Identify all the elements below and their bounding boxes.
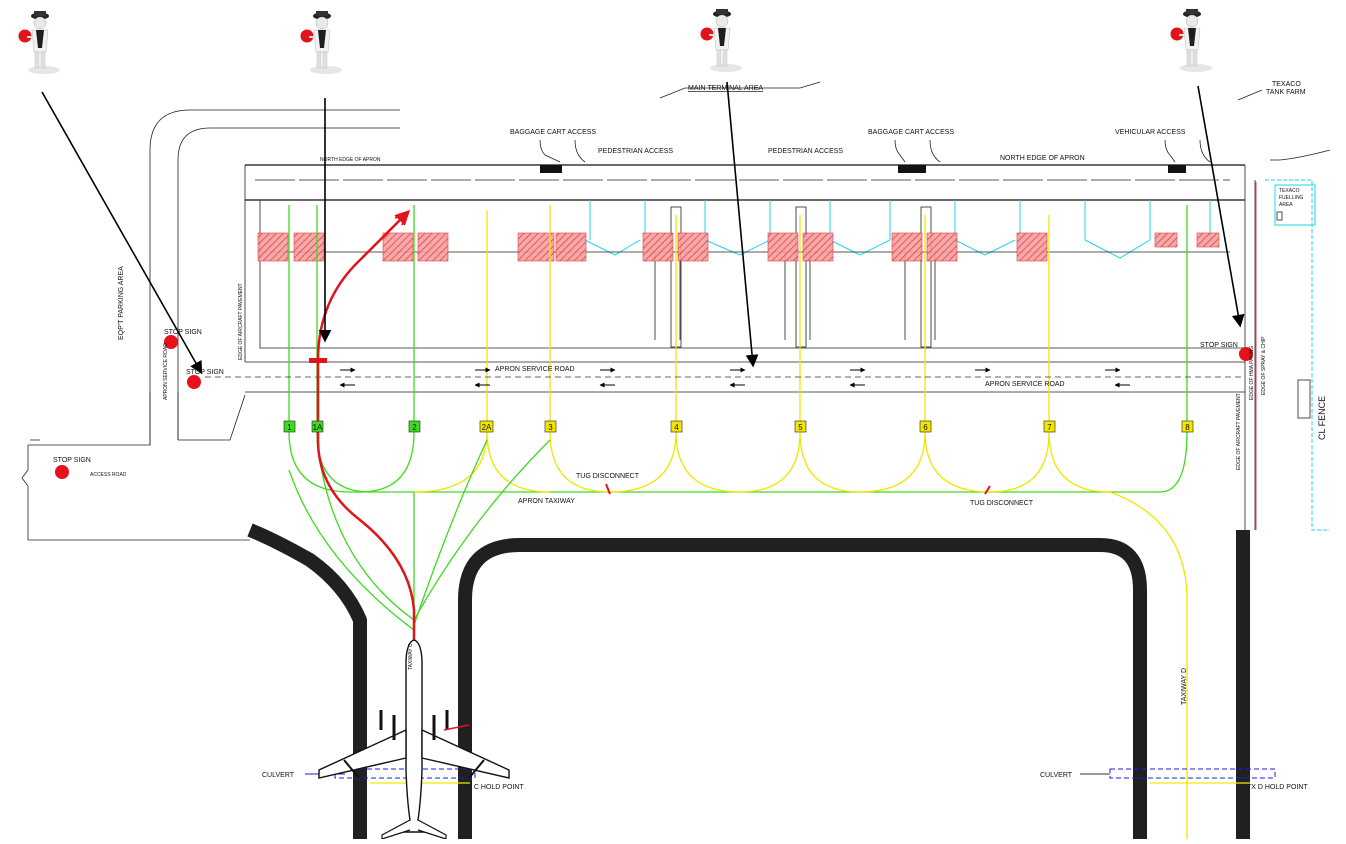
- pedestrian-access-label: PEDESTRIAN ACCESS: [598, 148, 673, 155]
- fuelling-area-label: TEXACO: [1279, 188, 1300, 194]
- edge-aircraft-pavement-label: EDGE OF AIRCRAFT PAVEMENT: [1236, 393, 1242, 470]
- marshaller-icon: [1170, 8, 1213, 73]
- stand-marker: 1: [283, 420, 296, 433]
- svg-text:1A: 1A: [313, 423, 323, 432]
- tug-disconnect-label: TUG DISCONNECT: [970, 500, 1034, 507]
- fence-area: [1254, 149, 1331, 531]
- edge-spray-chip-label: EDGE OF SPRAY & CHIP: [1261, 336, 1267, 395]
- hold-point-label: TX C HOLD POINT: [463, 784, 524, 791]
- aircraft-taxi-route: [309, 209, 991, 640]
- north-edge-label: NORTH EDGE OF APRON: [1000, 155, 1085, 162]
- svg-text:6: 6: [923, 423, 928, 432]
- svg-text:TAXIWAY C: TAXIWAY C: [408, 643, 414, 670]
- aircraft-icon: TAXIWAY C: [318, 639, 510, 840]
- svg-text:3: 3: [548, 423, 553, 432]
- baggage-cart-access-label: BAGGAGE CART ACCESS: [868, 129, 954, 136]
- stop-sign-icon: [187, 375, 201, 389]
- svg-text:2: 2: [412, 423, 417, 432]
- svg-text:7: 7: [1047, 423, 1052, 432]
- fuelling-area-label: AREA: [1279, 202, 1293, 208]
- cl-fence-label: CL FENCE: [1317, 396, 1327, 440]
- marshaller-icon: [700, 8, 743, 73]
- fuelling-area-label: FUELLING: [1279, 195, 1304, 201]
- stand-marker: 7: [1043, 420, 1056, 433]
- pedestrian-access-label: PEDESTRIAN ACCESS: [768, 148, 843, 155]
- tank-farm-label: TANK FARM: [1266, 89, 1306, 96]
- stand-marker: 4: [670, 420, 683, 433]
- stand-marker: 8: [1181, 420, 1194, 433]
- svg-text:8: 8: [1185, 423, 1190, 432]
- access-road-label: ACCESS ROAD: [90, 472, 127, 478]
- fuel-lines: [584, 200, 1211, 259]
- stand-markers: 1 1A 2 2A 3 4 5 6 7 8: [283, 420, 1194, 433]
- svg-text:1: 1: [287, 423, 292, 432]
- tug-disconnect-label: TUG DISCONNECT: [576, 473, 640, 480]
- apron-taxiway-label: APRON TAXIWAY: [518, 498, 575, 505]
- svg-text:5: 5: [798, 423, 803, 432]
- stand-marker: 3: [544, 420, 557, 433]
- equipment-parking-label: EQP'T PARKING AREA: [118, 266, 125, 340]
- stand-marker: 6: [919, 420, 932, 433]
- stop-sign-icon: [55, 465, 69, 479]
- stand-lead-in-lines: [288, 205, 1188, 425]
- stand-marker: 2A: [479, 420, 494, 433]
- stand-marker: 1A: [311, 420, 324, 433]
- hold-point-label: TX D HOLD POINT: [1247, 784, 1308, 791]
- aircraft-stand-zones: [257, 232, 1220, 262]
- marshaller-icon: [18, 10, 61, 75]
- airside-road: [247, 523, 1250, 839]
- edge-aircraft-pavement-label: EDGE OF AIRCRAFT PAVEMENT: [238, 283, 244, 360]
- stop-sign-icon: [1239, 347, 1253, 361]
- tank-farm-label: TEXACO: [1272, 81, 1301, 88]
- leader-arrows: [41, 81, 1245, 375]
- diagram-labels: MAIN TERMINAL AREA TEXACO TANK FARM BAGG…: [53, 81, 1327, 791]
- culvert-label: CULVERT: [262, 772, 295, 779]
- edge-hma-paving-label: EDGE OF HMA PAVING: [1249, 346, 1255, 400]
- stop-sign-label: STOP SIGN: [186, 369, 224, 376]
- north-edge-label: NORTH EDGE OF APRON: [320, 157, 381, 163]
- svg-text:2A: 2A: [482, 423, 492, 432]
- apron-service-road-label: APRON SERVICE ROAD: [163, 343, 169, 400]
- stop-sign-icon: [164, 335, 178, 349]
- stand-marker: 2: [408, 420, 421, 433]
- culvert-label: CULVERT: [1040, 772, 1073, 779]
- perimeter-road-outline: [21, 109, 400, 541]
- main-terminal-label: MAIN TERMINAL AREA: [688, 85, 763, 92]
- taxiway-d-label: TAXIWAY D: [1181, 668, 1188, 705]
- marshaller-icon: [300, 10, 343, 75]
- vehicular-access-label: VEHICULAR ACCESS: [1115, 129, 1186, 136]
- culverts: [305, 768, 1276, 784]
- apron-service-road-label: APRON SERVICE ROAD: [495, 366, 575, 373]
- stop-sign-label: STOP SIGN: [53, 457, 91, 464]
- stop-sign-label: STOP SIGN: [164, 329, 202, 336]
- stop-sign-label: STOP SIGN: [1200, 342, 1238, 349]
- apron-service-road-label: APRON SERVICE ROAD: [985, 381, 1065, 388]
- baggage-cart-access-label: BAGGAGE CART ACCESS: [510, 129, 596, 136]
- stand-marker: 5: [794, 420, 807, 433]
- svg-text:4: 4: [674, 423, 679, 432]
- apron-north-edge: [244, 139, 1246, 530]
- service-road-arrows: [339, 367, 1130, 388]
- stop-signs: [55, 335, 1253, 479]
